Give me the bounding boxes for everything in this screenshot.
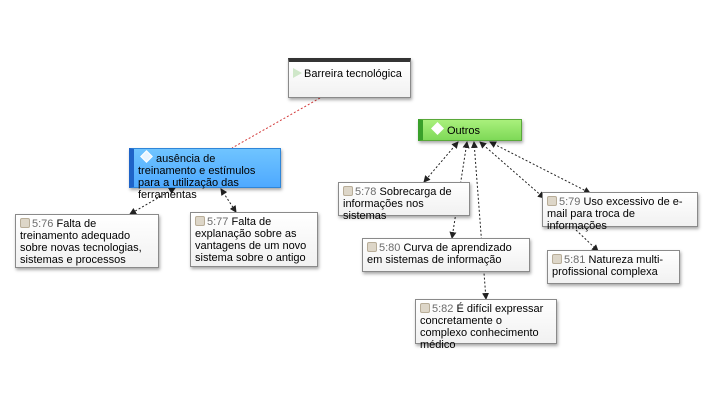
link-outros-581	[489, 141, 591, 194]
quotation-text: Sobrecarga de informações nos sistemas	[343, 186, 452, 222]
quotation-text: Falta de explanação sobre as vantagens d…	[195, 216, 307, 264]
diamond-icon	[431, 122, 444, 135]
quotation-icon	[420, 303, 430, 313]
quotation-id: 5:81	[564, 254, 586, 266]
link-outros-582	[470, 141, 490, 300]
quotation-node-579[interactable]: 5:79 Uso excessivo de e-mail para troca …	[542, 192, 698, 232]
code-node-outros[interactable]: Outros	[418, 119, 522, 141]
link-ausencia-577	[220, 188, 237, 213]
quotation-id: 5:77	[207, 216, 229, 228]
link-579-581	[575, 229, 599, 252]
quotation-icon	[195, 216, 205, 226]
quotation-node-578[interactable]: 5:78 Sobrecarga de informações nos siste…	[338, 182, 470, 222]
code-node-ausencia[interactable]: ausência de treinamento e estímulos para…	[129, 148, 281, 201]
quotation-text: Natureza multi-profissional complexa	[552, 254, 664, 278]
diamond-icon	[140, 150, 153, 163]
quotation-id: 5:82	[432, 303, 454, 315]
code-label: Outros	[447, 125, 481, 137]
quotation-text: Uso excessivo de e-mail para troca de in…	[547, 196, 683, 232]
quotation-icon	[552, 254, 562, 264]
code-node-barreira[interactable]: Barreira tecnológica	[288, 58, 411, 98]
quotation-icon	[343, 186, 353, 196]
code-tag-icon	[293, 68, 302, 78]
quotation-node-577[interactable]: 5:77 Falta de explanação sobre as vantag…	[190, 212, 318, 267]
quotation-text: Curva de aprendizado em sistemas de info…	[367, 242, 512, 266]
quotation-node-576[interactable]: 5:76 Falta de treinamento adequado sobre…	[15, 214, 159, 268]
quotation-node-582[interactable]: 5:82 É difícil expressar concretamente o…	[415, 299, 557, 351]
quotation-id: 5:76	[32, 218, 54, 230]
link-outros-578	[423, 141, 459, 183]
quotation-icon	[367, 242, 377, 252]
quotation-node-581[interactable]: 5:81 Natureza multi-profissional complex…	[547, 250, 680, 284]
code-label: ausência de treinamento e estímulos para…	[138, 153, 256, 201]
quotation-id: 5:78	[355, 186, 377, 198]
quotation-text: É difícil expressar concretamente o comp…	[420, 303, 544, 351]
quotation-node-580[interactable]: 5:80 Curva de aprendizado em sistemas de…	[362, 238, 530, 272]
quotation-id: 5:79	[559, 196, 581, 208]
code-label: Barreira tecnológica	[304, 68, 402, 80]
quotation-icon	[547, 196, 557, 206]
quotation-text: Falta de treinamento adequado sobre nova…	[20, 218, 142, 266]
quotation-icon	[20, 218, 30, 228]
link-barreira-ausencia	[231, 97, 321, 149]
link-ausencia-576	[129, 187, 176, 215]
link-outros-579	[479, 141, 545, 199]
quotation-id: 5:80	[379, 242, 401, 254]
